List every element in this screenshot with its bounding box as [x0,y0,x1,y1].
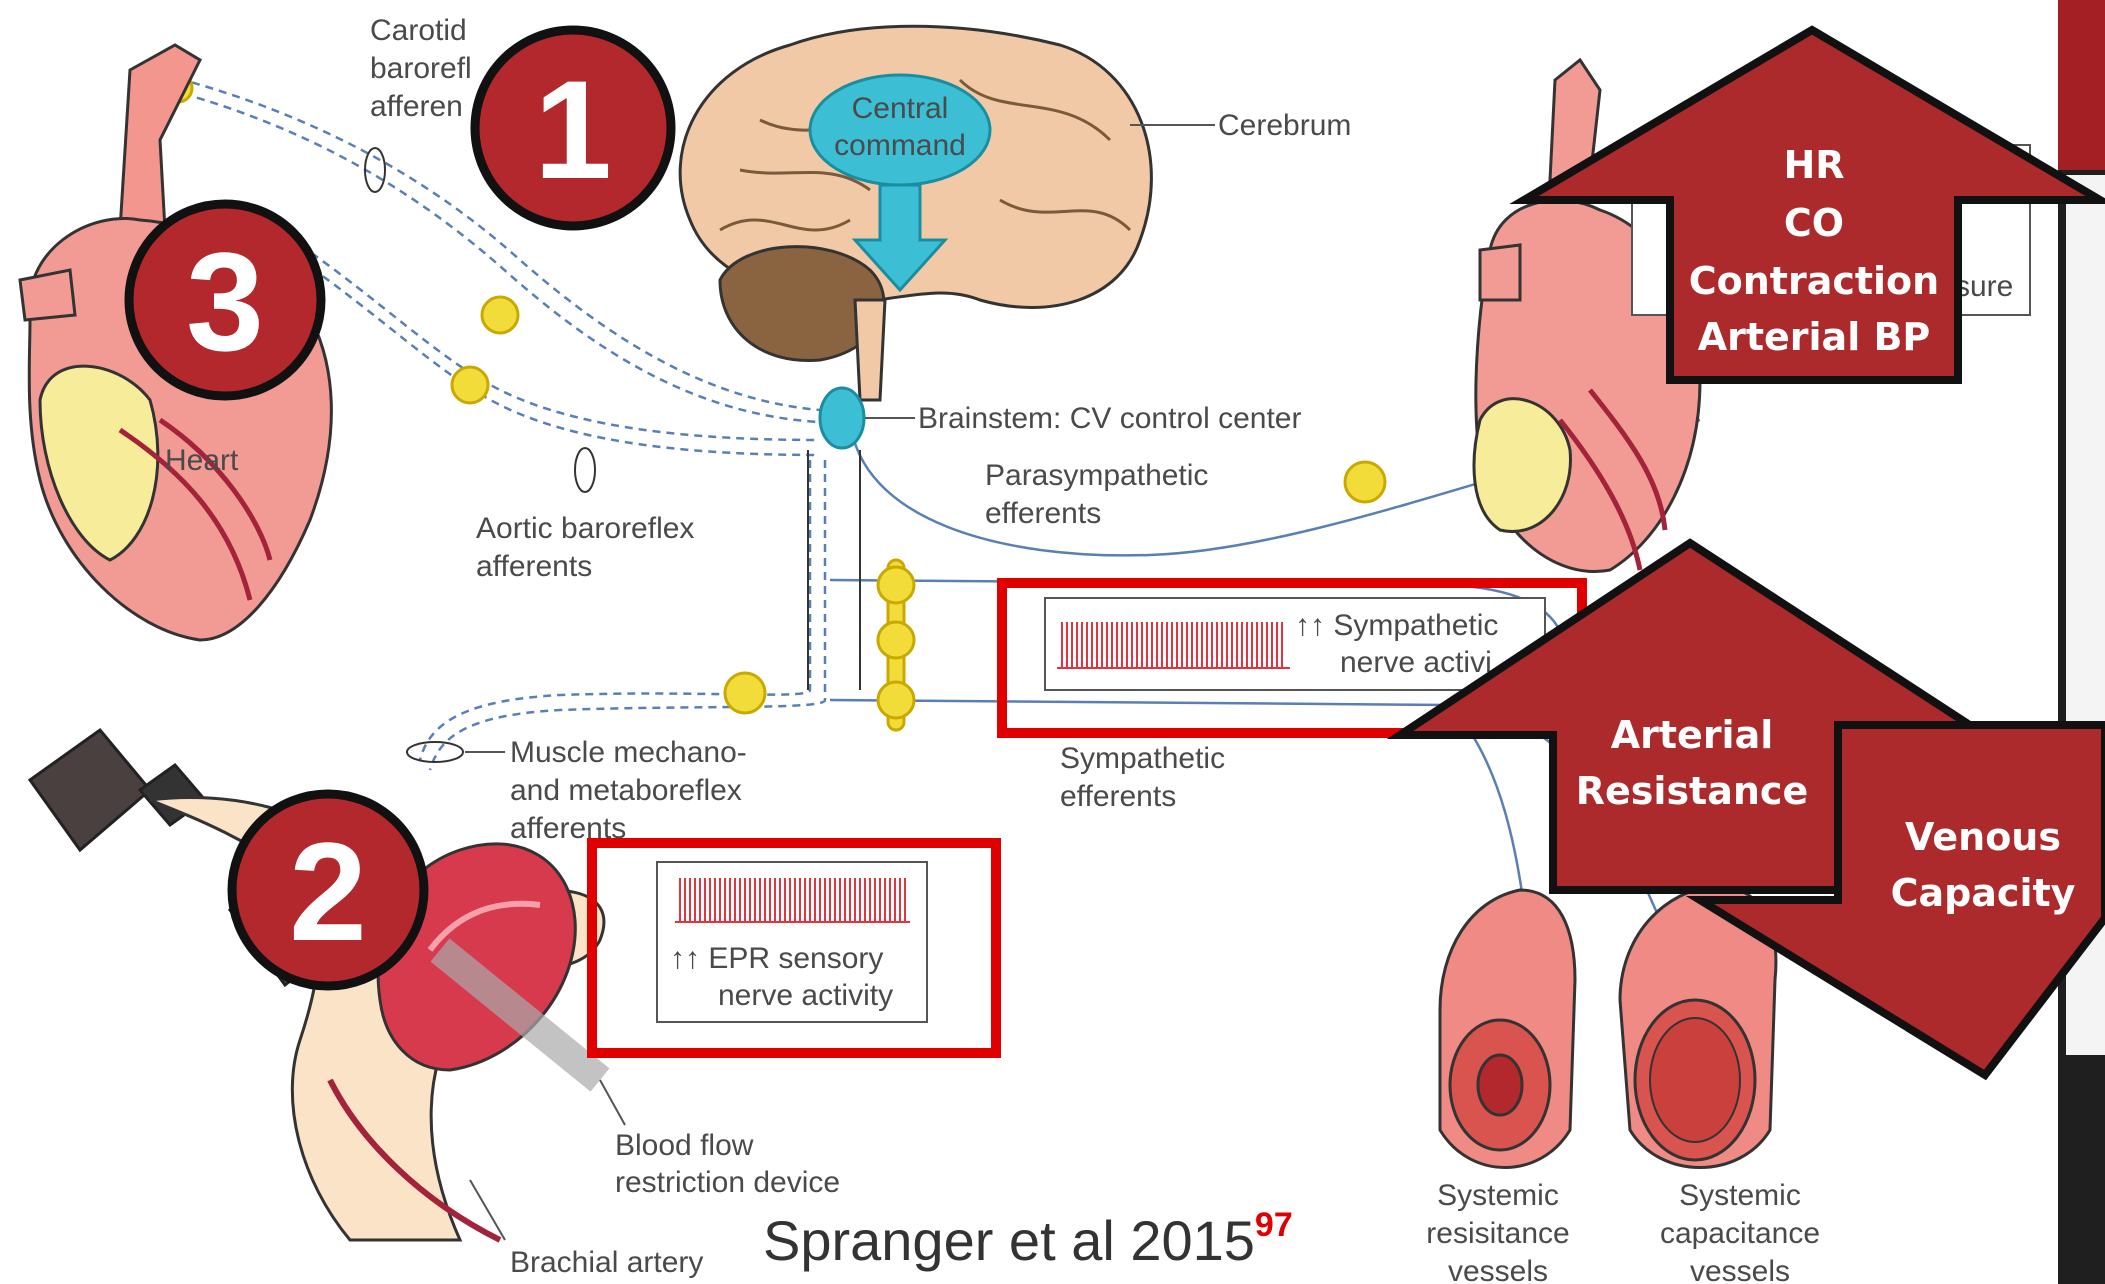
muscle-label-1: Muscle mechano- [510,736,747,769]
resistance-vessels-label-2: resisitance [1426,1217,1569,1250]
citation: Spranger et al 201597 [763,1206,1293,1272]
capacitance-vessels-label-3: vessels [1690,1255,1790,1284]
resistance-vessels-label-3: vessels [1448,1255,1548,1284]
sympathetic-activity-label-2: nerve activi [1340,646,1492,679]
carotid-label-2: barorefl [370,52,472,85]
marker-3: 3 [129,204,321,396]
blood-flow-label-1: Blood flow [615,1129,754,1162]
citation-ref: 97 [1255,1206,1293,1244]
central-command-label-1: Central [852,92,949,125]
aortic-label-2: afferents [476,550,592,583]
carotid-label-3: afferen [370,90,463,123]
arrow-heart-line-2: CO [1784,201,1844,245]
blood-flow-label-2: restriction device [615,1166,840,1199]
sympathetic-trace-box: ↑↑ Sympathetic nerve activi [1045,598,1545,690]
epr-trace-box: ↑↑ EPR sensory nerve activity [657,862,927,1022]
epr-label-2: nerve activity [718,979,893,1012]
muscle-label-2: and metaboreflex [510,774,742,807]
brachial-label: Brachial artery [510,1246,703,1279]
slide-side-accent [2058,0,2105,170]
arrow-heart-line-4: Arterial BP [1698,315,1931,359]
brain: Central command [680,26,1151,690]
arrow-venous-line-2: Capacity [1891,871,2076,915]
heart-label: Heart [165,444,239,477]
cerebrum-label: Cerebrum [1218,109,1351,142]
brainstem-label: Brainstem: CV control center [918,402,1301,435]
marker-2: 2 [232,794,424,986]
parasympathetic-label-1: Parasympathetic [985,459,1208,492]
brainstem-center [820,388,864,448]
parasympathetic-label-2: efferents [985,497,1101,530]
carotid-label-1: Carotid [370,14,467,47]
vessels [1440,885,1776,1168]
sympathetic-efferents-label-2: efferents [1060,780,1176,813]
aortic-label-1: Aortic baroreflex [476,512,694,545]
pressure-fragment: sure [1955,270,2013,303]
capacitance-vessels-label-2: capacitance [1660,1217,1820,1250]
arrow-heart-line-3: Contraction [1689,259,1939,303]
marker-1-number: 1 [534,51,612,208]
marker-1: 1 [475,30,671,226]
arrow-venous-line-1: Venous [1905,815,2061,859]
citation-text: Spranger et al 2015 [763,1209,1255,1272]
aortic-nerve-marker [575,448,595,492]
arrow-resistance-line-1: Arterial [1611,713,1774,757]
muscle-label-3: afferents [510,812,626,845]
arrow-resistance-line-2: Resistance [1576,769,1808,813]
capacitance-vessels-label-1: Systemic [1679,1179,1801,1212]
resistance-vessels-label-1: Systemic [1437,1179,1559,1212]
central-command-label-2: command [834,129,966,162]
sympathetic-efferents-label-1: Sympathetic [1060,742,1225,775]
epr-label-1: ↑↑ EPR sensory [670,942,883,975]
arrow-heart-line-1: HR [1783,143,1844,187]
marker-3-number: 3 [186,223,264,380]
sympathetic-activity-label-1: ↑↑ Sympathetic [1295,609,1498,642]
marker-2-number: 2 [289,813,367,970]
